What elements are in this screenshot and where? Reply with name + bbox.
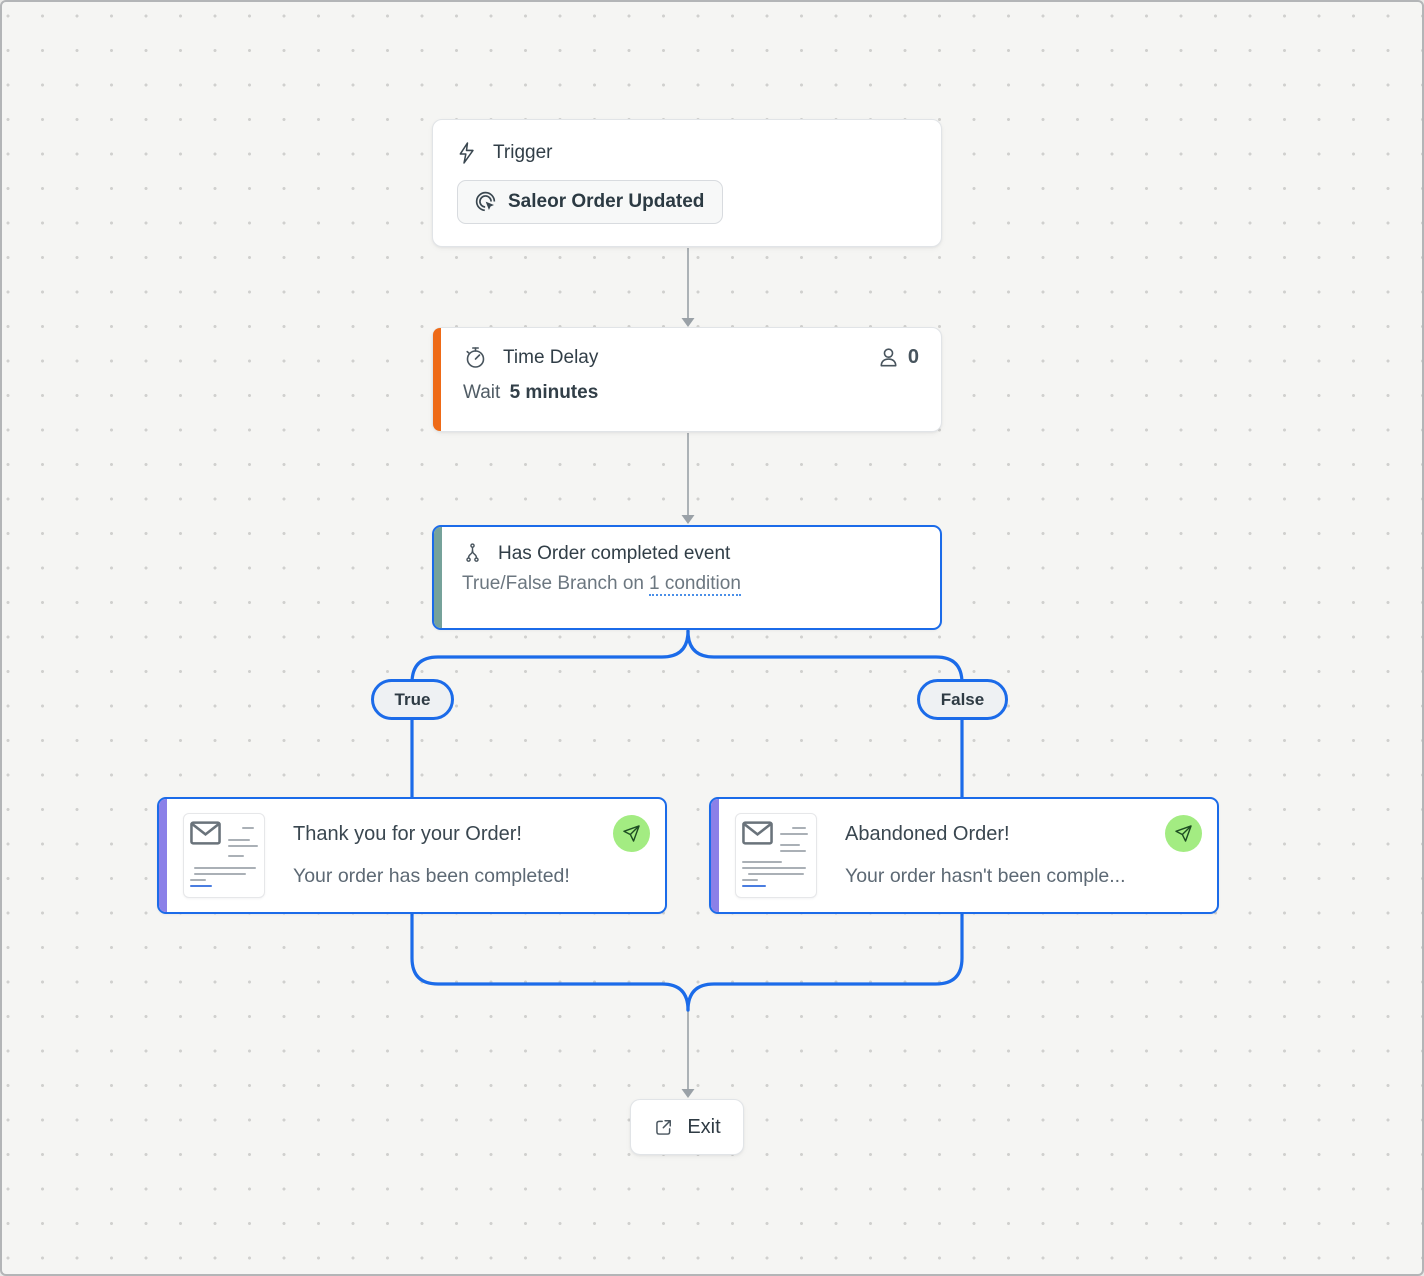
trigger-label: Trigger	[493, 142, 553, 163]
email-true-accent-bar	[159, 799, 167, 912]
exit-node[interactable]: Exit	[630, 1099, 744, 1155]
cursor-click-icon	[474, 190, 497, 213]
email-node-false[interactable]: Abandoned Order! Your order hasn't been …	[709, 797, 1219, 914]
email-false-subtitle: Your order hasn't been comple...	[845, 865, 1126, 887]
branch-true-pill: True	[371, 679, 454, 720]
exit-label: Exit	[687, 1115, 721, 1138]
stopwatch-icon	[463, 345, 487, 370]
delay-accent-bar	[433, 328, 441, 431]
arrowhead-exit	[681, 1089, 695, 1098]
email-true-subtitle: Your order has been completed!	[293, 865, 570, 887]
email-false-thumbnail	[735, 813, 817, 898]
branch-false-pill: False	[917, 679, 1008, 720]
trigger-event-button[interactable]: Saleor Order Updated	[457, 180, 724, 224]
email-false-accent-bar	[711, 799, 719, 912]
email-true-title: Thank you for your Order!	[293, 823, 522, 845]
trigger-event-label: Saleor Order Updated	[508, 190, 705, 212]
edge-condition-true	[410, 629, 690, 799]
lightning-icon	[457, 141, 476, 165]
condition-accent-bar	[434, 527, 442, 628]
paper-plane-icon	[622, 824, 641, 843]
contact-count: 0	[907, 346, 919, 368]
condition-node[interactable]: Has Order completed event True/False Bra…	[432, 525, 942, 630]
condition-count-link[interactable]: 1 condition	[649, 573, 741, 596]
email-false-title: Abandoned Order!	[845, 823, 1010, 845]
edge-true-merge	[410, 912, 690, 1012]
arrowhead-condition	[681, 515, 695, 524]
email-true-thumbnail	[183, 813, 265, 898]
edge-false-merge	[686, 912, 964, 1012]
email-node-true[interactable]: Thank you for your Order! Your order has…	[157, 797, 667, 914]
external-link-icon	[653, 1117, 674, 1138]
edge-condition-false	[686, 629, 964, 799]
contact-counter: 0	[877, 346, 919, 369]
condition-title: Has Order completed event	[498, 542, 731, 564]
branch-true-label: True	[394, 689, 431, 709]
envelope-icon	[742, 821, 773, 845]
branch-split-icon	[462, 542, 483, 565]
delay-description: Wait 5 minutes	[463, 382, 599, 403]
time-delay-node[interactable]: Time Delay 0 Wait 5 minutes	[432, 327, 942, 432]
envelope-icon	[190, 821, 221, 845]
email-true-sent-badge	[613, 815, 650, 852]
branch-false-label: False	[940, 689, 985, 709]
email-false-sent-badge	[1165, 815, 1202, 852]
trigger-node[interactable]: Trigger Saleor Order Updated	[432, 119, 942, 247]
time-delay-title: Time Delay	[503, 346, 599, 368]
paper-plane-icon	[1174, 824, 1193, 843]
person-icon	[877, 346, 900, 369]
arrowhead-delay	[681, 318, 695, 327]
